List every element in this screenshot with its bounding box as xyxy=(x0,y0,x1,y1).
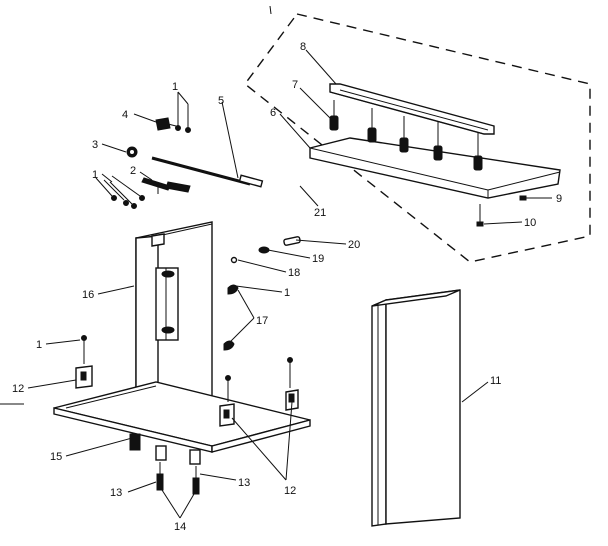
callout-14: 14 xyxy=(174,521,186,533)
callout-18: 18 xyxy=(288,267,300,279)
callout-15: 15 xyxy=(50,451,62,463)
callout-1: 1 xyxy=(92,169,98,181)
callout-1: 1 xyxy=(172,81,178,93)
leader-lines xyxy=(27,49,552,519)
bracket-part-12-left xyxy=(75,335,93,389)
latch-part-17-upper xyxy=(227,284,239,295)
callout-1: 1 xyxy=(284,287,290,299)
callout-17: 17 xyxy=(256,315,268,327)
shelf-assembly-outline xyxy=(244,13,591,263)
callout-19: 19 xyxy=(312,253,324,265)
screws-part-1-left xyxy=(95,175,145,209)
callout-6: 6 xyxy=(270,107,276,119)
top-rail-part-8 xyxy=(329,83,495,135)
rod-part-5 xyxy=(151,156,264,188)
bottom-shelf-part-15 xyxy=(53,381,311,465)
callout-3: 3 xyxy=(92,139,98,151)
callout-13: 13 xyxy=(110,487,122,499)
bracket-part-12-center xyxy=(219,375,235,427)
callout-12: 12 xyxy=(12,383,24,395)
bracket-part-4 xyxy=(155,117,177,131)
callout-8: 8 xyxy=(300,41,306,53)
knob-part-3 xyxy=(126,146,138,158)
callout-4: 4 xyxy=(122,109,128,121)
back-panel-part-16 xyxy=(135,221,213,413)
callout-16: 16 xyxy=(82,289,94,301)
callout-11: 11 xyxy=(490,375,501,387)
callout-13: 13 xyxy=(238,477,250,489)
callout-10: 10 xyxy=(524,217,536,229)
shelf-board-part-6 xyxy=(309,137,561,199)
callout-1: 1 xyxy=(36,339,42,351)
callout-21: 21 xyxy=(314,207,326,219)
shelf-hardware-parts-9-10 xyxy=(476,195,527,227)
callout-5: 5 xyxy=(218,95,224,107)
callout-7: 7 xyxy=(292,79,298,91)
hinge-parts-2 xyxy=(141,177,191,194)
scan-mark xyxy=(269,5,272,15)
callout-20: 20 xyxy=(348,239,360,251)
bracket-part-12-right xyxy=(285,357,299,411)
spacers-part-7 xyxy=(329,100,483,171)
latch-part-17-lower xyxy=(223,340,235,351)
screws-parts-13-14 xyxy=(156,462,200,495)
door-panel-part-11 xyxy=(371,289,461,527)
screws-part-1-top xyxy=(175,100,191,133)
callout-2: 2 xyxy=(130,165,136,177)
callout-labels: 1 4 5 3 2 1 8 7 6 9 10 21 20 19 18 1 17 … xyxy=(12,41,562,533)
callout-12: 12 xyxy=(284,485,296,497)
hardware-parts-18-19-20 xyxy=(230,236,301,264)
callout-9: 9 xyxy=(556,193,562,205)
